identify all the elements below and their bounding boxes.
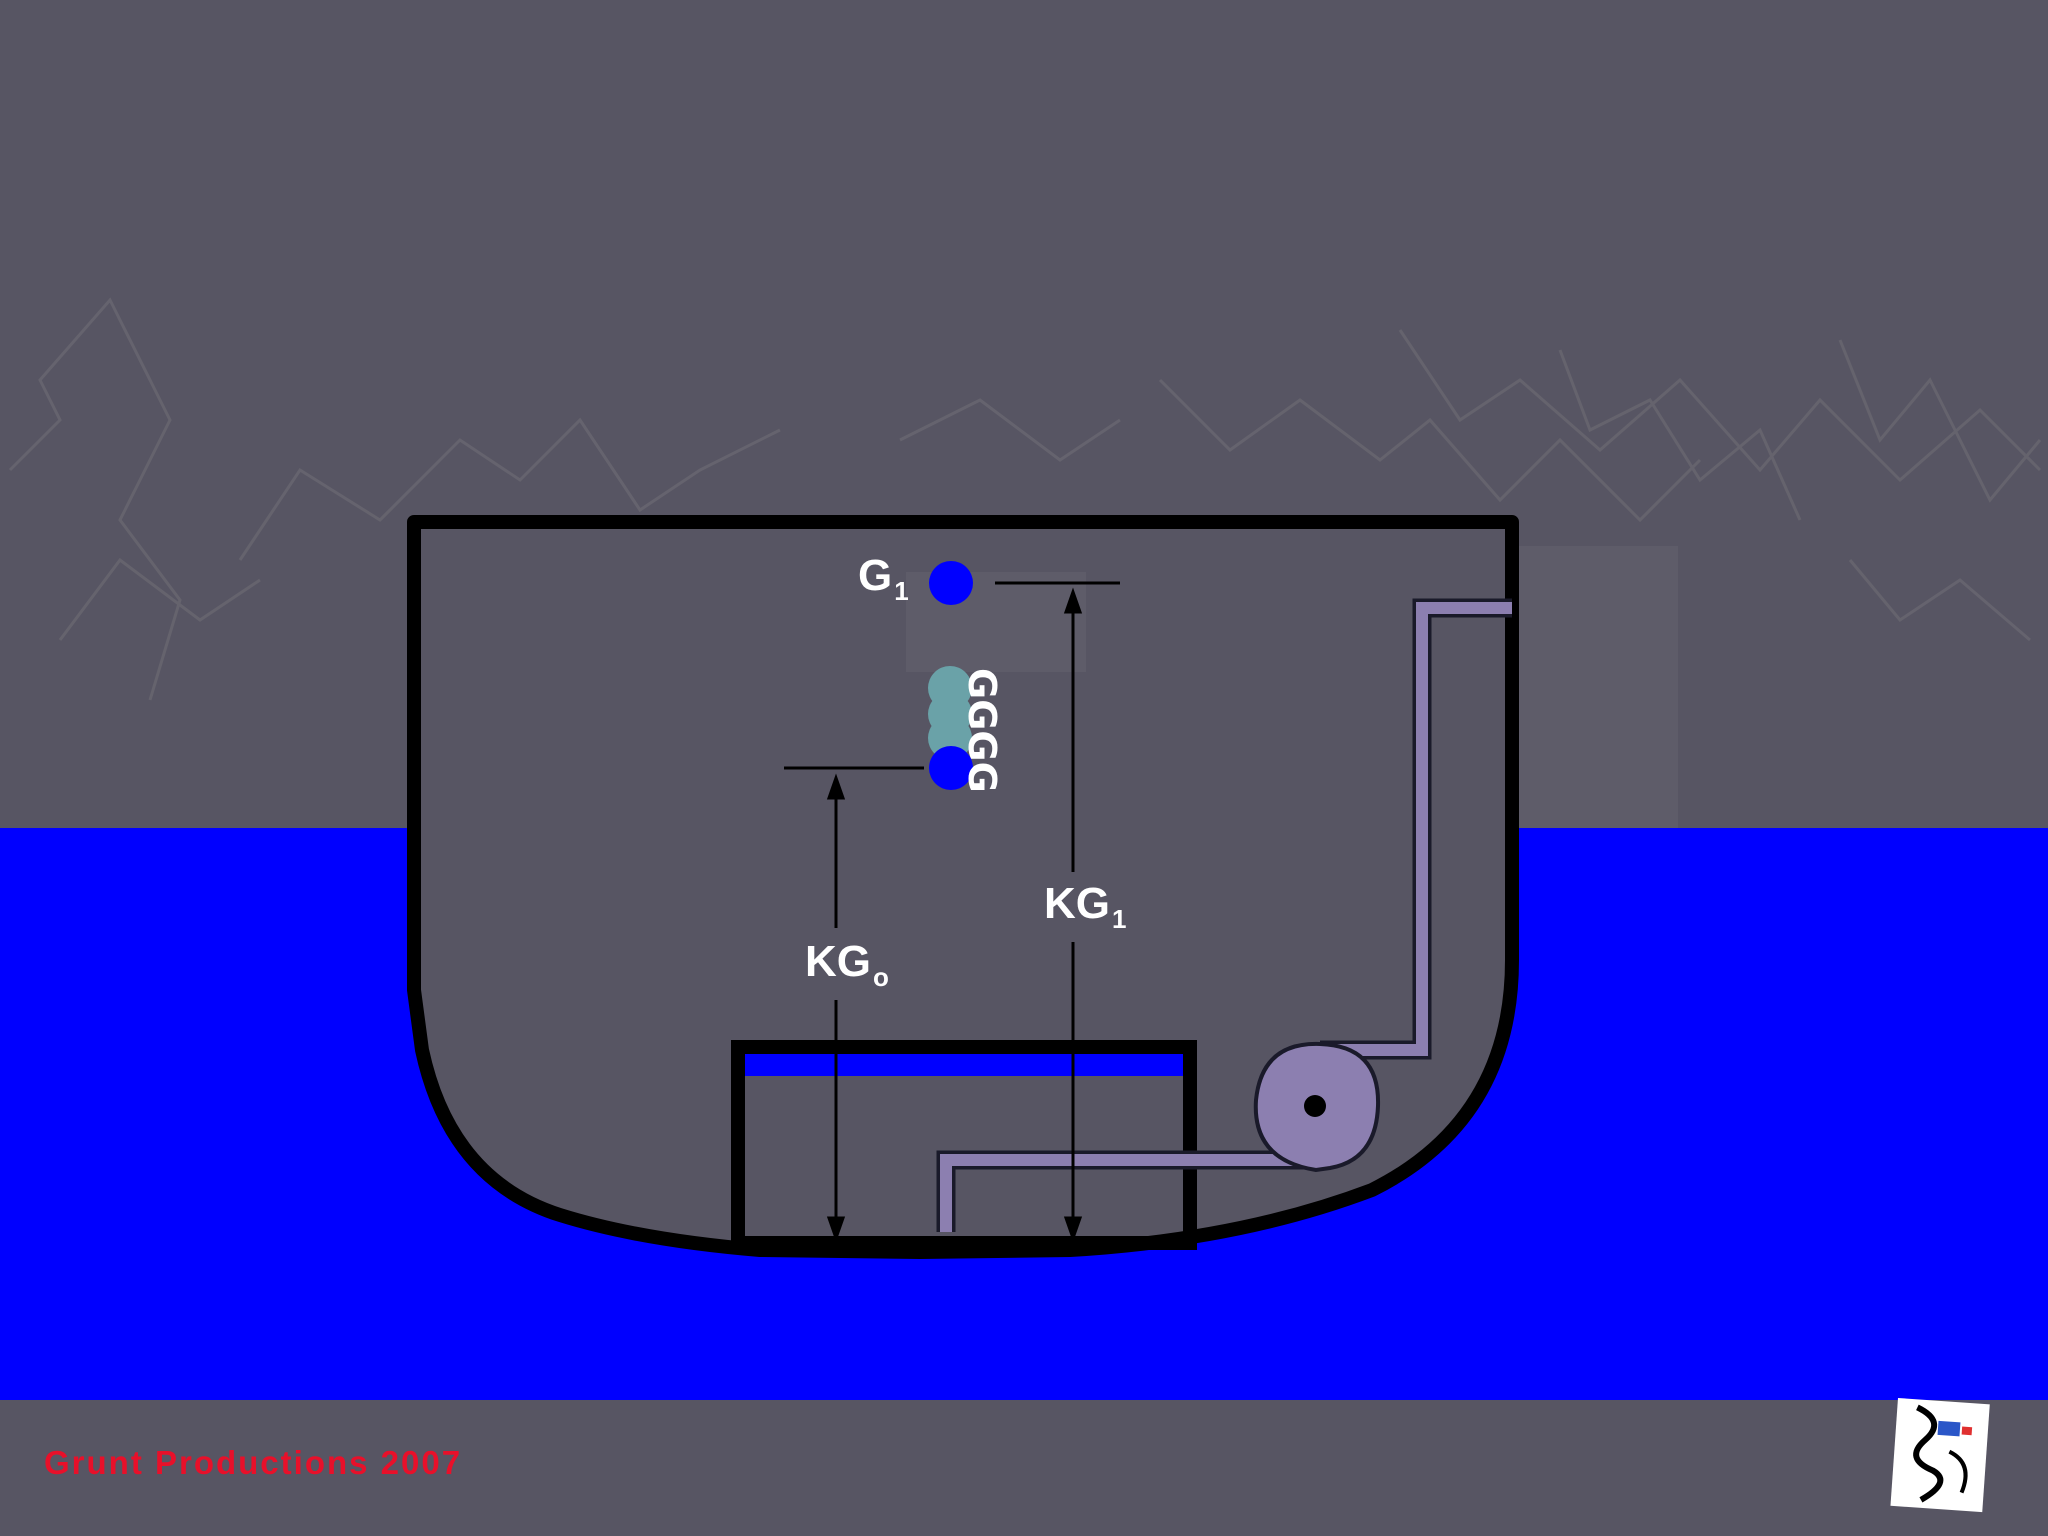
- kg1-label: KG1: [1044, 879, 1127, 934]
- kg1-arrow: [1063, 587, 1083, 1243]
- ghost-positions: [928, 666, 972, 760]
- g1-label-base: G: [858, 551, 893, 600]
- kgo-label-subscript: o: [873, 962, 889, 992]
- double-bottom-tank: [731, 1040, 1197, 1250]
- kg1-label-subscript: 1: [1112, 904, 1127, 934]
- kg1-label-base: KG: [1044, 879, 1110, 928]
- pump-icon: [1253, 1041, 1381, 1173]
- background-panel: [1510, 546, 1678, 828]
- kgo-label-base: KG: [805, 937, 871, 986]
- kgo-arrow: [826, 773, 846, 1243]
- ghost-g-labels: GGGG: [960, 668, 1004, 793]
- hull-interior: [414, 522, 1512, 1252]
- hull-outline: [407, 515, 1519, 1259]
- g0-dot: [929, 746, 973, 790]
- kgo-label: KGo: [805, 937, 889, 992]
- credit-text: Grunt Productions 2007: [44, 1444, 463, 1481]
- g1-dot: [929, 561, 973, 605]
- g1-label-subscript: 1: [894, 576, 909, 606]
- logo-icon: [1890, 1398, 1990, 1513]
- g1-label: G1: [858, 551, 909, 606]
- tank-waterline: [745, 1054, 1183, 1076]
